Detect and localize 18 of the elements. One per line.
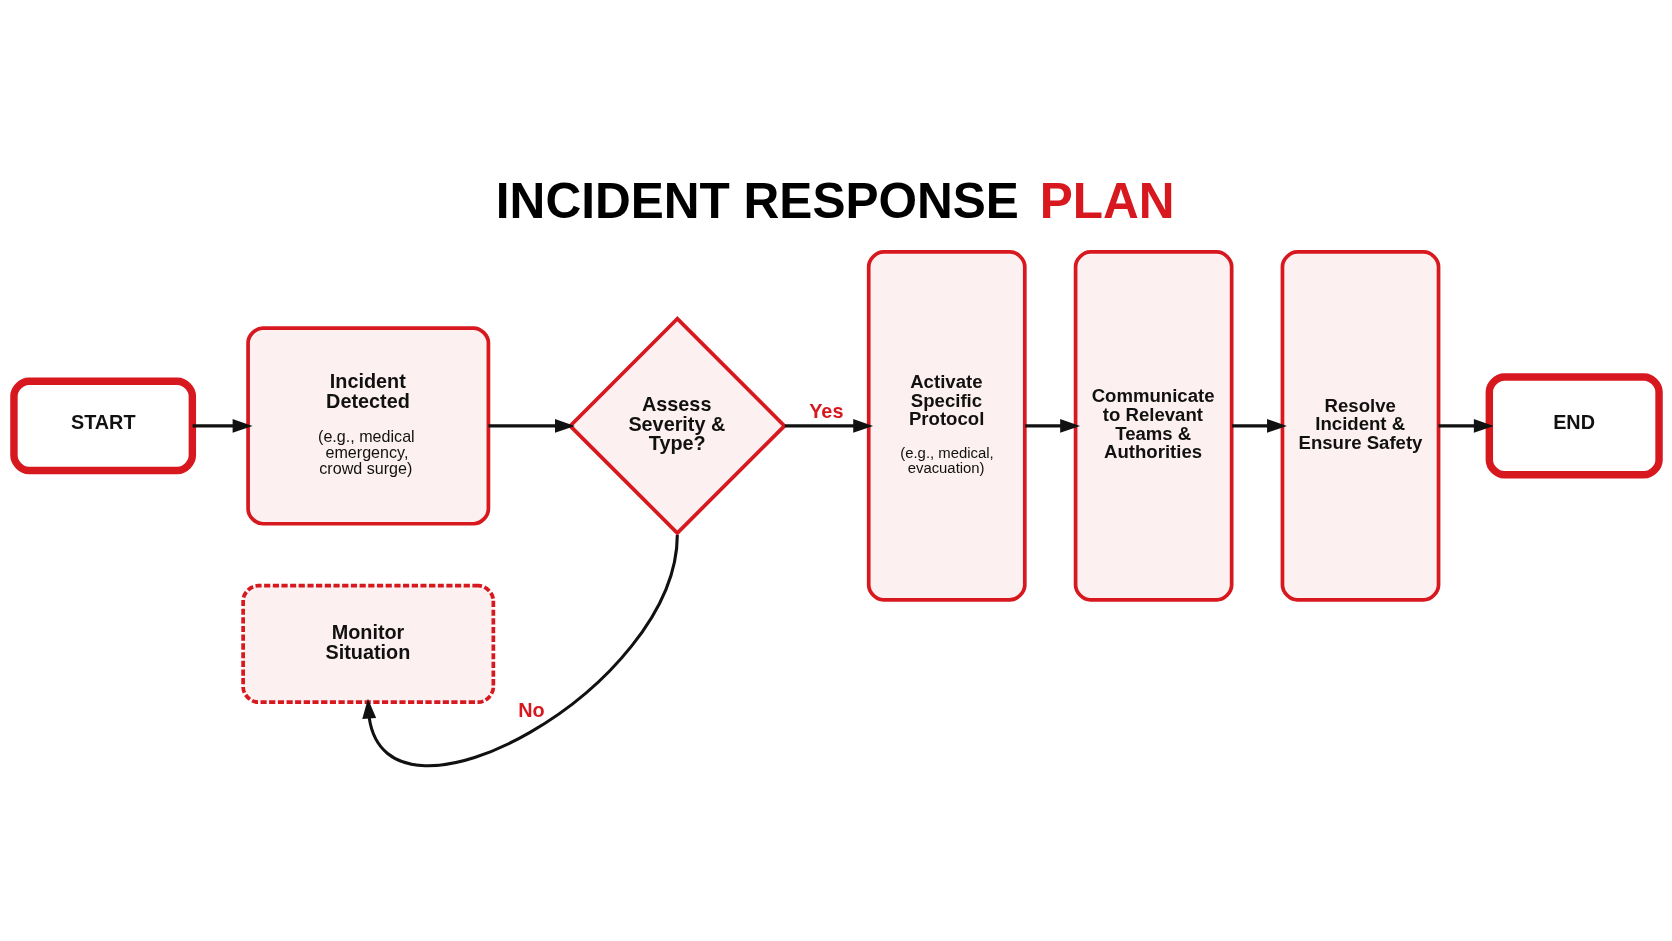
arrow: [361, 534, 679, 768]
node-box: Resolve Incident & Ensure Safety: [1280, 250, 1440, 602]
arrow: [487, 418, 575, 433]
arrow: [192, 418, 252, 433]
node-diamond: Assess Severity & Type?: [567, 316, 787, 536]
node-box: END: [1485, 373, 1663, 479]
node-box: Communicate to Relevant Teams & Authorities: [1073, 250, 1234, 602]
arrow: [784, 418, 873, 433]
node-box: Incident Detected (e.g., medical emergency, crowd surge): [245, 326, 490, 526]
edge-label: Yes: [808, 400, 843, 423]
arrow: [1438, 418, 1494, 433]
diagram-title: INCIDENT RESPONSE PLAN: [495, 173, 1175, 230]
node-box: Activate Specific Protocol (e.g., medical, evacuation): [866, 250, 1027, 602]
edge-label: No: [517, 698, 545, 721]
arrow: [1231, 418, 1287, 433]
arrow: [1024, 418, 1080, 433]
node-box: Monitor Situation: [240, 583, 495, 704]
node-box: START: [9, 377, 196, 475]
